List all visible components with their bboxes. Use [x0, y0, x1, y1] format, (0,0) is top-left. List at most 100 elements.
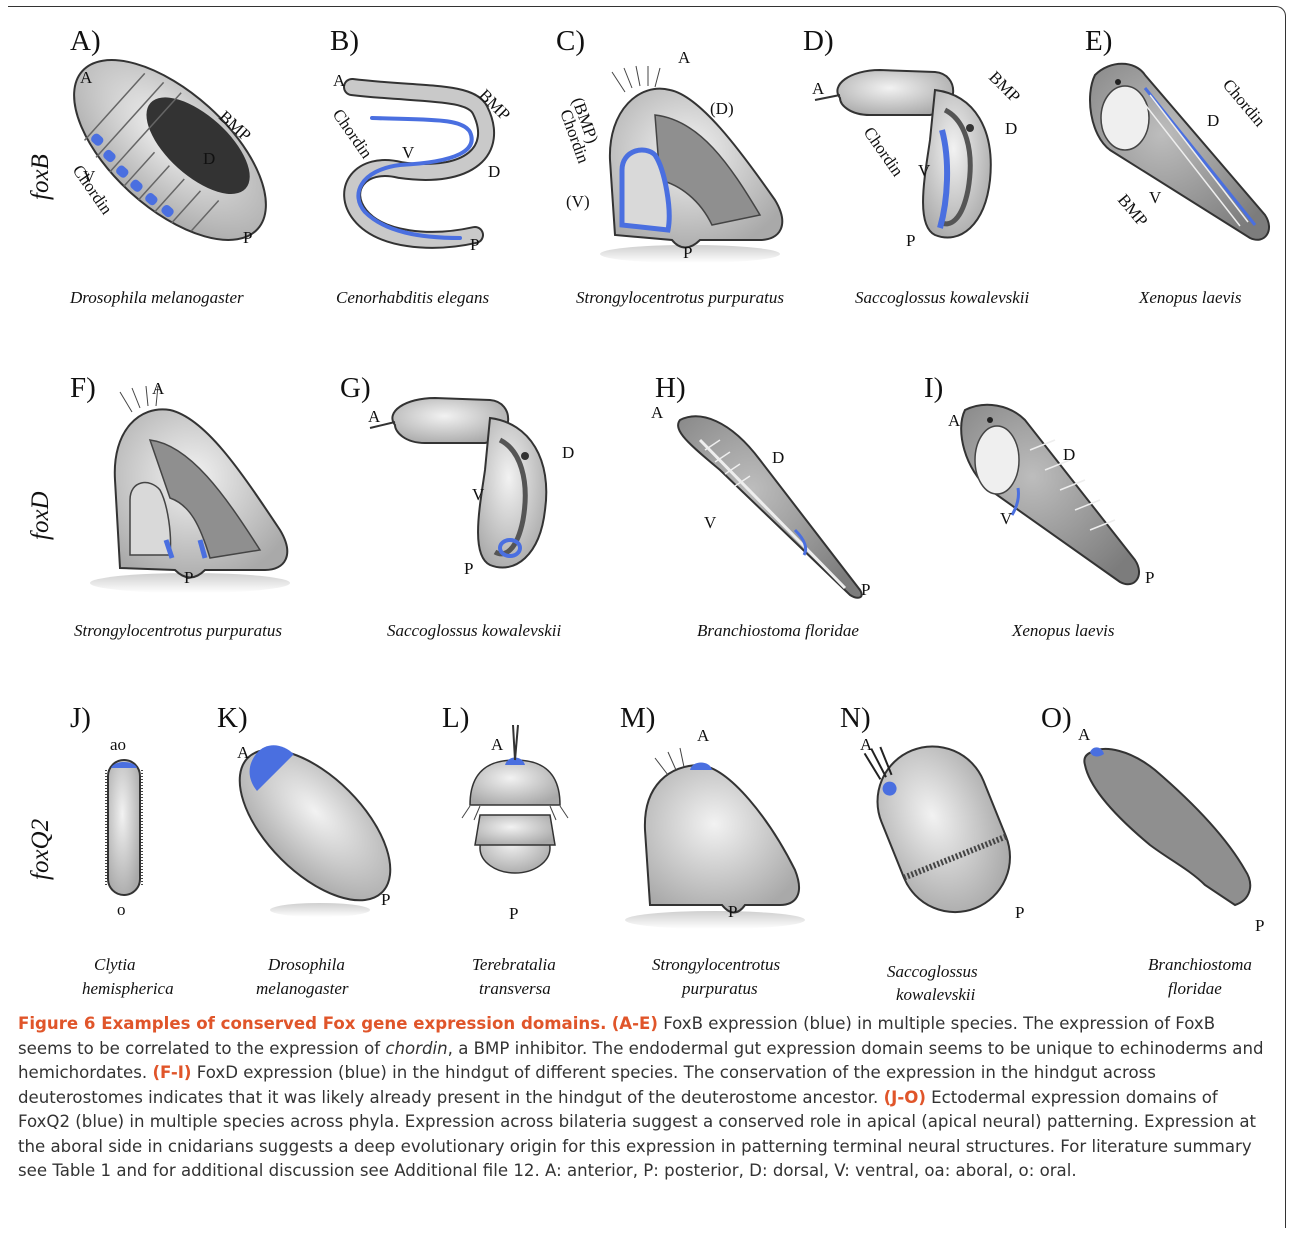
panel-letter-m: M) — [620, 702, 655, 734]
species-name-line1: Branchiostoma — [1148, 955, 1252, 974]
drosophila-embryo-illustration — [43, 28, 296, 272]
axis-label-p: P — [861, 580, 870, 599]
terebratalia-larva-illustration — [462, 725, 568, 873]
axis-label-a: A — [1078, 725, 1091, 744]
axis-label-a: A — [860, 735, 873, 754]
panel-letter-e: E) — [1085, 25, 1112, 57]
axis-label-a: A — [678, 48, 691, 67]
caption-range-f-i: (F-I) — [152, 1063, 191, 1082]
axis-label-a: A — [812, 79, 825, 98]
panel-e: E) D V Chordin BMP Xenopus laevis — [1085, 25, 1270, 307]
saccoglossus-illustration — [815, 70, 991, 238]
axis-label-v: V — [1000, 509, 1013, 528]
figure-caption: Figure 6 Examples of conserved Fox gene … — [18, 1012, 1273, 1184]
caption-range-j-o: (J-O) — [884, 1088, 926, 1107]
axis-label-v: (V) — [566, 192, 590, 211]
axis-label-d: D — [1063, 445, 1075, 464]
panel-letter-f: F) — [70, 372, 96, 404]
axis-label-p: P — [1145, 568, 1154, 587]
axis-label-v: V — [472, 485, 485, 504]
species-name-line1: Saccoglossus — [887, 962, 978, 981]
panel-c: C) A (D) (V) P (BMP) Chordin Strongyloce… — [556, 25, 784, 307]
species-name-line1: Drosophila — [267, 955, 345, 974]
row-label-foxD: foxD — [27, 491, 54, 540]
axis-label-bmp: BMP — [1114, 190, 1152, 230]
saccoglossus-embryo-illustration — [855, 714, 1027, 929]
axis-label-p: P — [509, 904, 518, 923]
amphioxus-larva-illustration — [1084, 747, 1250, 905]
axis-label-a: A — [651, 403, 664, 422]
axis-label-a: A — [368, 407, 381, 426]
panel-k: K) A P Drosophila melanogaster — [214, 702, 416, 998]
axis-label-chordin: Chordin — [860, 123, 908, 180]
species-name: Strongylocentrotus purpuratus — [74, 621, 282, 640]
axis-label-p: P — [243, 228, 252, 247]
species-name-line2: melanogaster — [256, 979, 349, 998]
panel-letter-o: O) — [1041, 702, 1072, 734]
axis-label-d: D — [488, 162, 500, 181]
row-label-foxQ2: foxQ2 — [27, 819, 54, 880]
species-name: Saccoglossus kowalevskii — [855, 288, 1029, 307]
axis-label-a: A — [333, 71, 346, 90]
caption-range-a-e: (A-E) — [612, 1014, 658, 1033]
clytia-planula-illustration — [106, 760, 142, 895]
species-name: Drosophila melanogaster — [69, 288, 244, 307]
panel-letter-g: G) — [340, 372, 371, 404]
xenopus-illustration — [961, 405, 1139, 584]
axis-label-d: D — [562, 443, 574, 462]
axis-label-d: D — [772, 448, 784, 467]
species-name: Branchiostoma floridae — [697, 621, 859, 640]
axis-label-v: V — [704, 513, 717, 532]
axis-label-a: A — [80, 68, 93, 87]
species-name: Strongylocentrotus purpuratus — [576, 288, 784, 307]
figure-panels: foxB foxD foxQ2 A) A D V P BMP Chordin — [0, 0, 1290, 1000]
axis-label-a: A — [948, 411, 961, 430]
c-elegans-illustration — [352, 87, 486, 240]
panel-f: F) A P Strongylocentrotus purpuratus — [70, 372, 290, 640]
axis-label-v: V — [1149, 188, 1162, 207]
sea-urchin-larva-illustration — [600, 66, 782, 263]
panel-m: M) A P Strongylocentrotus purpuratus — [620, 702, 805, 998]
panel-d: D) A D V P BMP Chordin Saccoglossus kowa… — [803, 25, 1029, 307]
species-name-line2: floridae — [1168, 979, 1222, 998]
panel-letter-j: J) — [70, 702, 91, 734]
axis-label-d: D — [1005, 119, 1017, 138]
axis-label-v: V — [402, 143, 415, 162]
sea-urchin-larva-illustration — [625, 748, 805, 929]
axis-label-ao: ao — [110, 735, 126, 754]
panel-b: B) A V D P BMP Chordin Cenorhabditis ele… — [329, 25, 514, 307]
species-name: Saccoglossus kowalevskii — [387, 621, 561, 640]
axis-label-p: P — [184, 568, 193, 587]
panel-a: A) A D V P BMP Chordin Drosophila melano… — [43, 25, 296, 307]
panel-letter-k: K) — [217, 702, 248, 734]
panel-letter-d: D) — [803, 25, 834, 57]
axis-label-o: o — [117, 900, 126, 919]
species-name-line1: Clytia — [94, 955, 136, 974]
panel-letter-b: B) — [330, 25, 359, 57]
caption-chordin: chordin — [385, 1039, 447, 1058]
panel-n: N) A P Saccoglossus kowalevskii — [840, 702, 1027, 1000]
row-label-foxB: foxB — [27, 154, 54, 200]
species-name-line2: hemispherica — [82, 979, 174, 998]
axis-label-chordin: Chordin — [1219, 75, 1270, 130]
sea-urchin-larva-illustration — [90, 386, 290, 593]
axis-label-p: P — [728, 902, 737, 921]
caption-title: Figure 6 Examples of conserved Fox gene … — [18, 1014, 606, 1033]
species-name: Cenorhabditis elegans — [336, 288, 490, 307]
axis-label-a: A — [697, 726, 710, 745]
species-name-line1: Strongylocentrotus — [652, 955, 780, 974]
species-name-line2: kowalevskii — [896, 985, 976, 1000]
panel-i: I) A D V P Xenopus laevis — [924, 372, 1154, 640]
species-name-line1: Terebratalia — [472, 955, 556, 974]
panel-letter-n: N) — [840, 702, 871, 734]
axis-label-p: P — [464, 559, 473, 578]
axis-label-v: V — [918, 161, 931, 180]
axis-label-chordin: Chordin — [329, 105, 377, 162]
axis-label-a: A — [491, 735, 504, 754]
axis-label-bmp: BMP — [985, 67, 1024, 106]
axis-label-p: P — [1015, 903, 1024, 922]
panel-g: G) A D V P Saccoglossus kowalevskii — [340, 372, 574, 640]
panel-letter-a: A) — [70, 25, 101, 57]
panel-l: L) A P Terebratalia transversa — [442, 702, 568, 998]
axis-label-p: P — [381, 890, 390, 909]
